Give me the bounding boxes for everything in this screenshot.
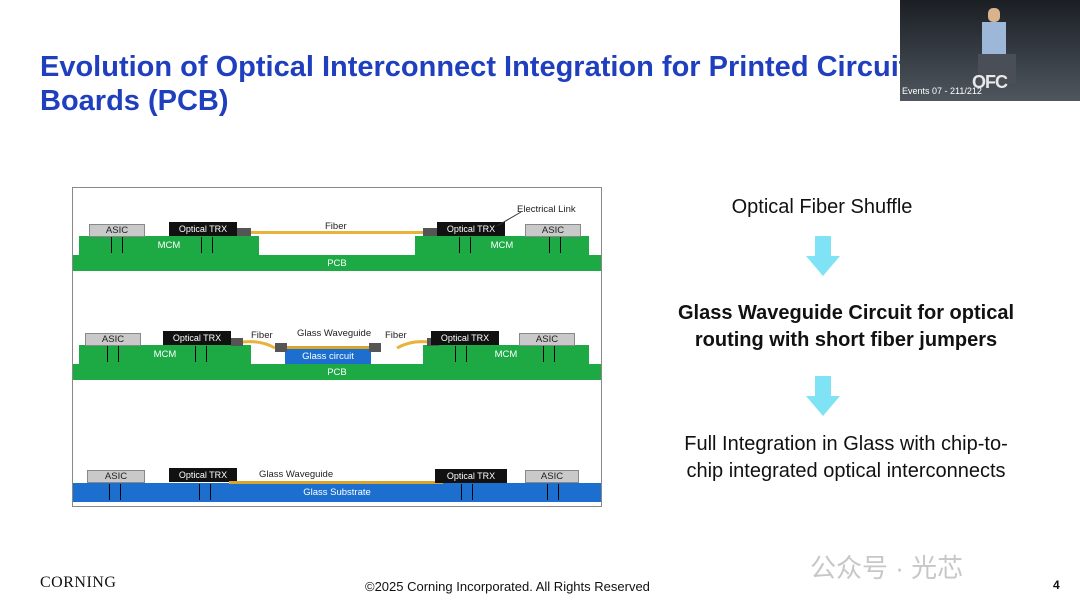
mcm-label: MCM <box>157 240 181 251</box>
asic-left-row2: ASIC <box>85 333 141 346</box>
watermark: 公众号 · 光芯 <box>810 553 964 583</box>
glass-waveguide-row3 <box>229 481 443 484</box>
optical-trx-left-row3: Optical TRX <box>169 468 237 482</box>
optical-trx-label: Optical TRX <box>178 224 228 234</box>
down-arrow-icon <box>806 236 840 276</box>
asic-left-row1: ASIC <box>89 224 145 237</box>
corning-logo: CORNING <box>40 574 117 591</box>
vias-row1 <box>111 237 123 253</box>
optical-trx-label: Optical TRX <box>440 333 490 343</box>
pcb-row2: PCB <box>73 364 601 380</box>
optical-trx-right-row1: Optical TRX <box>437 222 505 236</box>
vias-row1 <box>459 237 471 253</box>
vias-row2 <box>195 346 207 362</box>
fiber-label: Fiber <box>385 330 407 341</box>
mcm-label: MCM <box>490 240 514 251</box>
fiber-label: Fiber <box>325 221 347 232</box>
vias-row1 <box>201 237 213 253</box>
pcb-label: PCB <box>327 366 347 378</box>
glass-waveguide-label: Glass Waveguide <box>297 328 372 339</box>
electrical-link-label: Electrical Link <box>517 204 576 215</box>
pcb-label: PCB <box>327 257 347 269</box>
ofc-logo: OFC <box>972 72 1008 92</box>
asic-label: ASIC <box>541 225 565 236</box>
glass-waveguide-label: Glass Waveguide <box>259 469 334 480</box>
vias-row3 <box>547 484 559 500</box>
mcm-left-row1: MCM <box>79 236 259 255</box>
optical-trx-right-row2: Optical TRX <box>431 331 499 345</box>
speaker-video: OFC Events 07 - 211/212 <box>900 0 1080 101</box>
asic-right-row1: ASIC <box>525 224 581 237</box>
optical-trx-right-row3: Optical TRX <box>435 469 507 483</box>
connector-row2 <box>231 338 243 346</box>
vias-row3 <box>109 484 121 500</box>
optical-trx-label: Optical TRX <box>178 470 228 480</box>
fiber-jumpers-row2 <box>242 340 430 350</box>
page-number: 4 <box>1053 578 1060 592</box>
asic-left-row3: ASIC <box>87 470 145 483</box>
mcm-right-row2: MCM <box>423 345 589 364</box>
connector-row2 <box>369 343 381 352</box>
asic-label: ASIC <box>540 471 564 482</box>
glass-substrate: Glass Substrate <box>73 483 601 502</box>
mcm-label: MCM <box>153 349 177 360</box>
vias-row3 <box>461 484 473 500</box>
pcb-row1: PCB <box>73 255 601 271</box>
connector-left-row1 <box>237 228 251 236</box>
connector-right-row1 <box>423 228 437 236</box>
flow-step-3: Full Integration in Glass with chip-to- … <box>684 433 1008 482</box>
vias-row2 <box>107 346 119 362</box>
mcm-right-row1: MCM <box>415 236 589 255</box>
asic-label: ASIC <box>105 225 129 236</box>
asic-label: ASIC <box>535 334 559 345</box>
video-caption: Events 07 - 211/212 <box>902 86 982 96</box>
optical-trx-left-row1: Optical TRX <box>169 222 237 236</box>
vias-row3 <box>199 484 211 500</box>
glass-waveguide-row2 <box>287 346 369 349</box>
mcm-label: MCM <box>494 349 518 360</box>
flow-step-2: Glass Waveguide Circuit for optical rout… <box>678 302 1014 351</box>
glass-circuit-label: Glass circuit <box>302 350 354 362</box>
vias-row1 <box>549 237 561 253</box>
flow-step-1: Optical Fiber Shuffle <box>731 196 913 218</box>
glass-circuit: Glass circuit <box>285 348 371 364</box>
electrical-link-pointer <box>496 211 522 227</box>
asic-label: ASIC <box>101 334 125 345</box>
vias-row2 <box>455 346 467 362</box>
speaker-figure <box>978 8 1016 84</box>
vias-row2 <box>543 346 555 362</box>
asic-right-row3: ASIC <box>525 470 579 483</box>
down-arrow-icon <box>806 376 840 416</box>
fiber-label: Fiber <box>251 330 273 341</box>
asic-right-row2: ASIC <box>519 333 575 346</box>
integration-diagram: PCB MCM MCM ASIC Optical TRX Fiber Optic… <box>72 187 602 507</box>
optical-trx-label: Optical TRX <box>446 224 496 234</box>
mcm-left-row2: MCM <box>79 345 251 364</box>
glass-substrate-label: Glass Substrate <box>303 487 371 498</box>
optical-trx-label: Optical TRX <box>446 471 496 481</box>
asic-label: ASIC <box>104 471 128 482</box>
connector-row2 <box>275 343 287 352</box>
optical-trx-label: Optical TRX <box>172 333 222 343</box>
fiber-row1 <box>251 231 423 234</box>
copyright-text: ©2025 Corning Incorporated. All Rights R… <box>365 579 650 594</box>
optical-trx-left-row2: Optical TRX <box>163 331 231 345</box>
slide-title: Evolution of Optical Interconnect Integr… <box>40 51 909 117</box>
